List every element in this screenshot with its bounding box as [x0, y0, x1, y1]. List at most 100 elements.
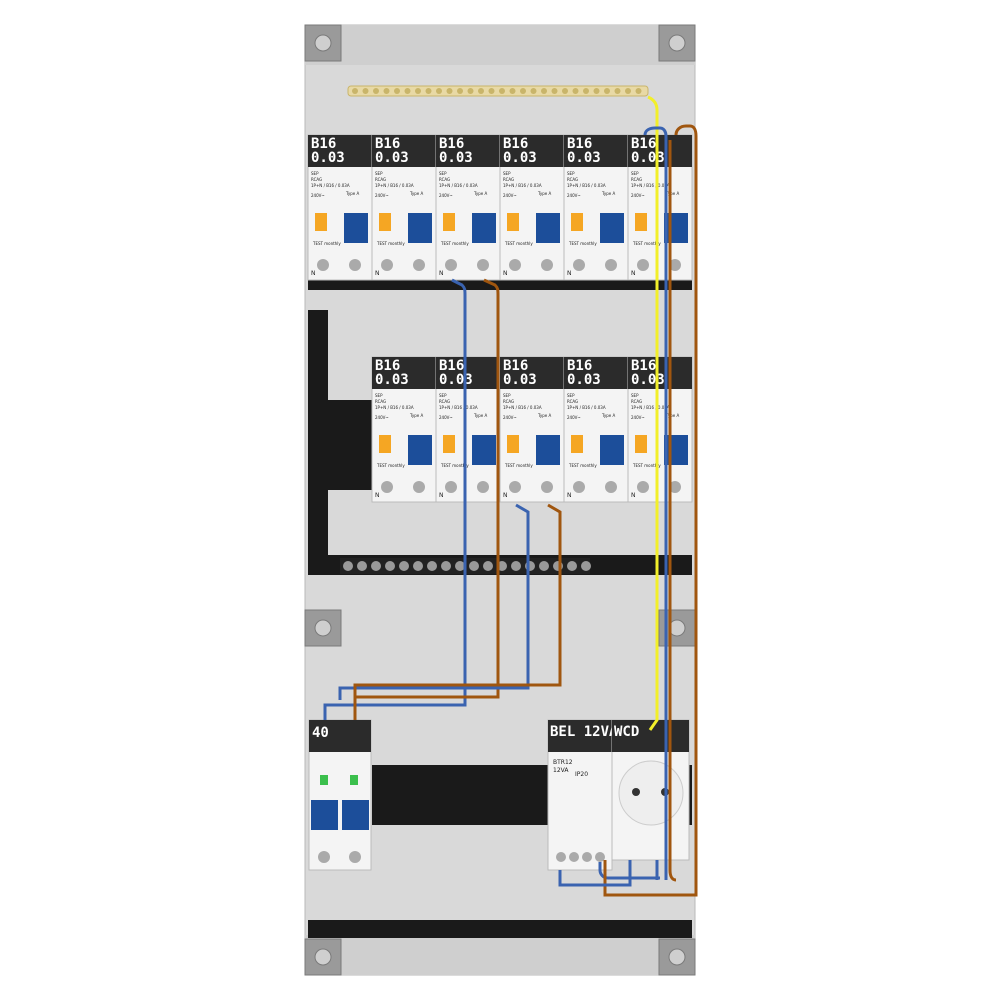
test-button[interactable]: [443, 435, 455, 453]
handle[interactable]: [536, 213, 560, 243]
rcbo-brand: SEP: [375, 171, 383, 176]
rcbo-test-note: TEST monthly: [632, 241, 661, 246]
rcbo-test-note: TEST monthly: [376, 463, 405, 468]
handle[interactable]: [472, 435, 496, 465]
rcbo-type: Type A: [601, 191, 615, 196]
rcbo-sensitivity: 0.03: [439, 372, 473, 388]
rcbo-voltage: 240V~: [567, 193, 581, 198]
rcbo-test-note: TEST monthly: [504, 463, 533, 468]
corner-mounts: [304, 24, 696, 976]
rcbo-spec: 1P+N / B16 / 0.03A: [567, 183, 606, 188]
bell-voltage: 12VA: [553, 767, 569, 774]
test-button[interactable]: [571, 435, 583, 453]
test-button[interactable]: [507, 213, 519, 231]
test-button[interactable]: [635, 435, 647, 453]
rcbo-voltage: 240V~: [503, 193, 517, 198]
rcbo-spec: 1P+N / B16 / 0.03A: [503, 405, 542, 410]
rcbo-voltage: 240V~: [631, 415, 645, 420]
neutral-mark: N: [567, 270, 572, 277]
rcbo-brand: SEP: [375, 393, 383, 398]
handle[interactable]: [408, 213, 432, 243]
neutral-mark: N: [439, 492, 444, 499]
test-button[interactable]: [443, 213, 455, 231]
rcbo-test-note: TEST monthly: [568, 463, 597, 468]
rcbo-brand: SEP: [439, 171, 447, 176]
rcbo-voltage: 240V~: [439, 415, 453, 420]
neutral-mark: N: [631, 270, 636, 277]
test-button[interactable]: [379, 213, 391, 231]
rcbo-rating: B16: [503, 136, 528, 152]
neutral-mark: N: [375, 492, 380, 499]
rcbo-sensitivity: 0.03: [375, 372, 409, 388]
wire-blue-5: [558, 860, 632, 887]
bell-transformer: BEL 12VA BTR12 12VA IP20: [547, 719, 618, 871]
wiring: [323, 95, 698, 897]
rcbo-rating: B16: [439, 136, 464, 152]
rcbo-spec: 1P+N / B16 / 0.03A: [567, 405, 606, 410]
handle[interactable]: [408, 435, 432, 465]
handle[interactable]: [344, 213, 368, 243]
rcbo-sensitivity: 0.03: [631, 150, 665, 166]
rcbo-test-note: TEST monthly: [312, 241, 341, 246]
rcbo-rating: B16: [311, 136, 336, 152]
bell-transformer-label: BEL 12VA: [550, 724, 618, 740]
socket-label: WCD: [614, 724, 639, 740]
rcbo-model: RCAG: [503, 177, 514, 182]
test-button[interactable]: [315, 213, 327, 231]
rcbo-test-note: TEST monthly: [376, 241, 405, 246]
rcbo-test-note: TEST monthly: [632, 463, 661, 468]
din-socket[interactable]: WCD: [611, 719, 690, 861]
rcbo-type: Type A: [409, 191, 423, 196]
rcbo-sensitivity: 0.03: [503, 372, 537, 388]
enclosure-bottom-bar: [305, 935, 695, 975]
rcbo-voltage: 240V~: [311, 193, 325, 198]
handle[interactable]: [600, 435, 624, 465]
handle[interactable]: [664, 435, 688, 465]
handle[interactable]: [472, 213, 496, 243]
test-button[interactable]: [571, 213, 583, 231]
test-button[interactable]: [507, 435, 519, 453]
bell-wire: [647, 95, 659, 731]
wire-blue-1: [323, 278, 467, 720]
wire-blue-3: [643, 126, 668, 880]
rcbo-brand: SEP: [631, 393, 639, 398]
rcbo-test-note: TEST monthly: [440, 463, 469, 468]
rcbo-type: Type A: [537, 413, 551, 418]
rcbo-brand: SEP: [311, 171, 319, 176]
rcbo-model: RCAG: [567, 399, 578, 404]
rcbo-brand: SEP: [503, 171, 511, 176]
rcbo-sensitivity: 0.03: [631, 372, 665, 388]
neutral-mark: N: [631, 492, 636, 499]
handle[interactable]: [536, 435, 560, 465]
rcbo-type: Type A: [473, 191, 487, 196]
rcbo-rating: B16: [439, 358, 464, 374]
rcbo-sensitivity: 0.03: [567, 150, 601, 166]
handle[interactable]: [600, 213, 624, 243]
rcbo-type: Type A: [601, 413, 615, 418]
test-button[interactable]: [379, 435, 391, 453]
rcbo-brand: SEP: [503, 393, 511, 398]
handle[interactable]: [664, 213, 688, 243]
rcbo-brand: SEP: [631, 171, 639, 176]
rcbo-test-note: TEST monthly: [504, 241, 533, 246]
test-button[interactable]: [635, 213, 647, 231]
rcbo-sensitivity: 0.03: [439, 150, 473, 166]
main-switch[interactable]: 40: [308, 719, 372, 871]
rcbo-sensitivity: 0.03: [567, 372, 601, 388]
rcbo-voltage: 240V~: [567, 415, 581, 420]
rcbo-model: RCAG: [439, 399, 450, 404]
rcbo-model: RCAG: [631, 399, 642, 404]
